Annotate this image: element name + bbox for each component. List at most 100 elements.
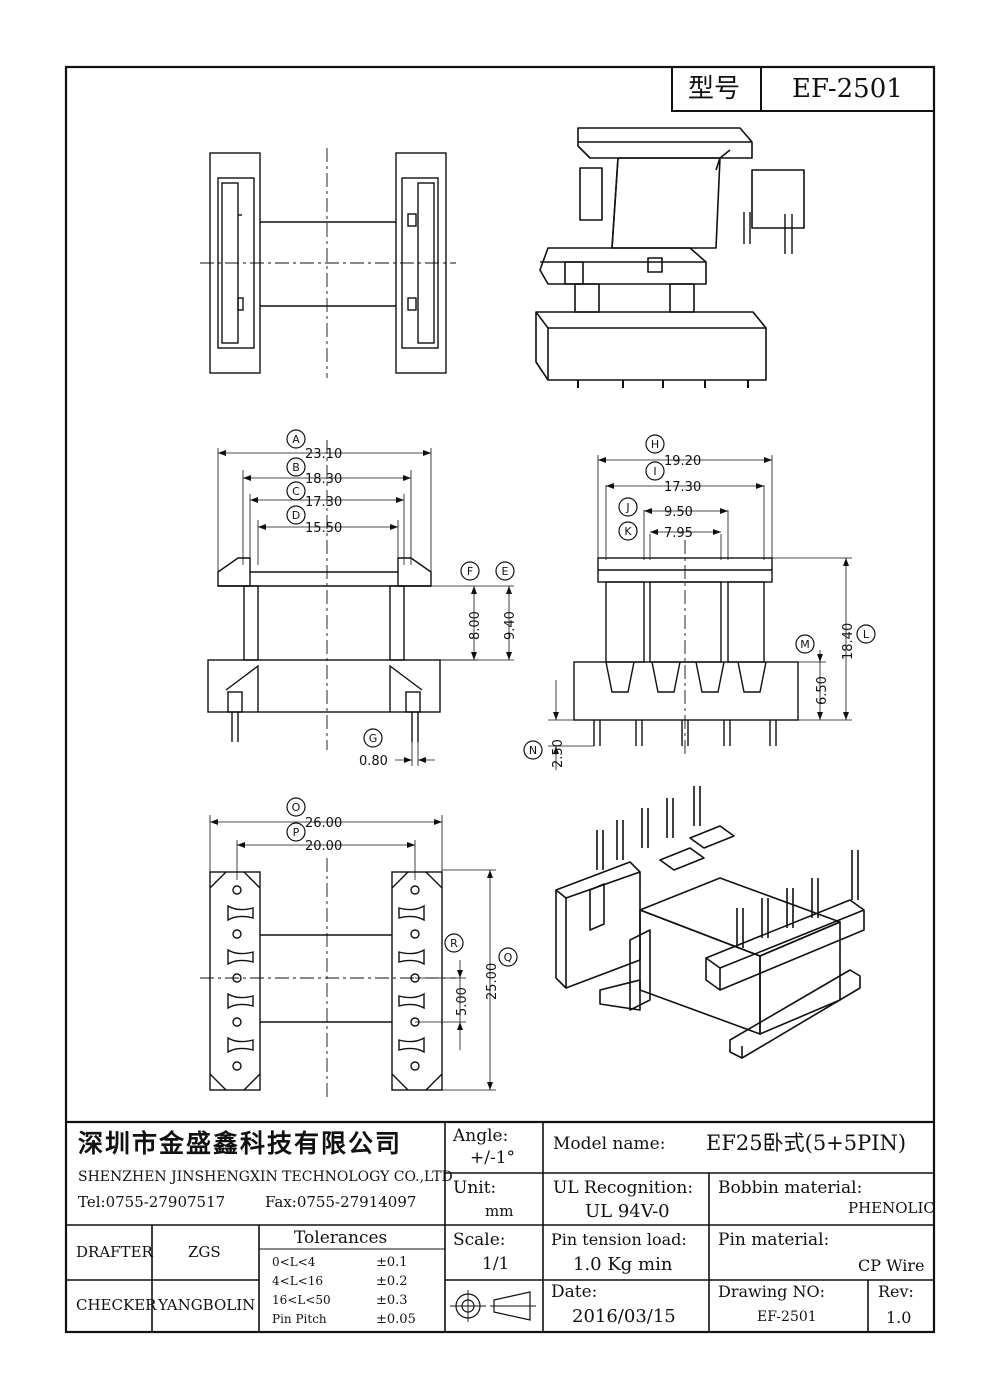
bobbin-material-value: PHENOLIC [848,1199,935,1217]
svg-text:L: L [863,628,870,641]
company-tel: Tel:0755-27907517 [78,1193,226,1211]
svg-text:D: D [292,509,300,522]
tolerance-value: ±0.2 [376,1274,408,1289]
ul-recognition-value: UL 94V-0 [585,1201,670,1222]
drafter-label: DRAFTER [76,1243,153,1261]
label-circle-a [286,429,306,449]
scale-value: 1/1 [482,1254,510,1274]
dim-e: 9.40 [503,611,518,640]
label-circle-c [286,481,306,501]
tolerance-value: ±0.3 [376,1293,408,1308]
model-name-label: Model name: [553,1134,666,1154]
checker-value: YANGBOLIN [158,1296,256,1314]
dim-p: 20.00 [305,839,342,854]
model-box-label: 型号 [688,74,741,104]
dim-r: 5.00 [455,987,470,1016]
svg-text:F: F [467,565,473,578]
pin-tension-value: 1.0 Kg min [573,1254,673,1275]
svg-text:H: H [651,438,659,451]
svg-text:Q: Q [504,951,513,964]
svg-text:I: I [653,465,656,478]
isometric-view-bottom [555,786,865,1059]
svg-text:K: K [624,525,632,538]
dim-c: 17.30 [305,495,342,510]
rev-label: Rev: [878,1282,914,1301]
label-circle-e [495,561,515,581]
dim-i: 17.30 [664,480,701,495]
label-circle-n [523,740,543,760]
svg-text:C: C [292,485,300,498]
label-circle-l [856,624,876,644]
date-value: 2016/03/15 [572,1306,676,1327]
dim-l: 18.40 [841,623,856,660]
drawing-no-label: Drawing NO: [718,1282,825,1301]
model-name-value: EF25卧式(5+5PIN) [706,1131,907,1155]
dim-a: 23.10 [305,447,342,462]
drafter-value: ZGS [188,1243,221,1261]
label-circle-k [618,521,638,541]
svg-text:J: J [625,501,629,514]
dim-g: 0.80 [359,754,388,769]
scale-label: Scale: [453,1230,506,1250]
tolerance-value: ±0.1 [376,1255,408,1270]
checker-label: CHECKER [76,1296,157,1314]
date-label: Date: [551,1282,598,1302]
title-block-grid [66,1120,934,1332]
dim-h: 19.20 [664,454,701,469]
label-circle-m [795,634,815,654]
svg-text:M: M [800,638,810,651]
unit-label: Unit: [453,1178,497,1198]
label-circle-q [498,947,518,967]
pin-material-value: CP Wire [858,1256,925,1275]
dimension-arrows [210,450,849,1090]
company-name-cn: 深圳市金盛鑫科技有限公司 [78,1129,403,1158]
svg-text:P: P [293,826,300,839]
tolerance-value: ±0.05 [376,1312,416,1327]
tolerance-range: 16<L<50 [272,1293,331,1307]
tolerance-range: Pin Pitch [272,1312,327,1326]
svg-text:B: B [292,461,300,474]
company-fax: Fax:0755-27914097 [265,1193,417,1211]
svg-text:O: O [292,801,301,814]
dim-f: 8.00 [468,611,483,640]
label-circle-r [444,933,464,953]
model-box-value: EF-2501 [792,74,903,104]
rev-value: 1.0 [886,1308,912,1327]
top-view [200,148,456,378]
unit-value: mm [485,1202,514,1220]
sheet-border [64,65,936,1334]
label-circle-g [363,728,383,748]
dim-d: 15.50 [305,521,342,536]
angle-value: +/-1° [470,1148,516,1168]
isometric-view-top [535,127,805,388]
side-view [548,455,852,770]
label-circle-i [645,461,665,481]
tolerances-title: Tolerances [294,1228,388,1248]
dim-n: 2.50 [551,739,566,768]
svg-text:N: N [529,744,537,757]
svg-text:E: E [502,565,509,578]
svg-text:G: G [369,732,378,745]
tolerance-range: 0<L<4 [272,1255,316,1269]
bobbin-material-label: Bobbin material: [718,1178,863,1198]
pin-tension-label: Pin tension load: [551,1230,687,1249]
label-circle-o [286,797,306,817]
label-circle-d [286,505,306,525]
label-circle-h [645,434,665,454]
model-box [671,66,935,112]
front-view [207,440,514,766]
label-circle-f [460,561,480,581]
dim-o: 26.00 [305,816,342,831]
svg-text:A: A [292,433,300,446]
pin-material-label: Pin material: [718,1230,830,1250]
dim-b: 18.30 [305,472,342,487]
ul-recognition-label: UL Recognition: [553,1178,694,1198]
dim-m: 6.50 [815,676,830,705]
label-circle-j [618,497,638,517]
angle-label: Angle: [453,1126,509,1146]
dim-j: 9.50 [664,505,693,520]
circled-labels [286,429,876,967]
bottom-view [200,815,496,1100]
dim-q: 25.00 [485,963,500,1000]
